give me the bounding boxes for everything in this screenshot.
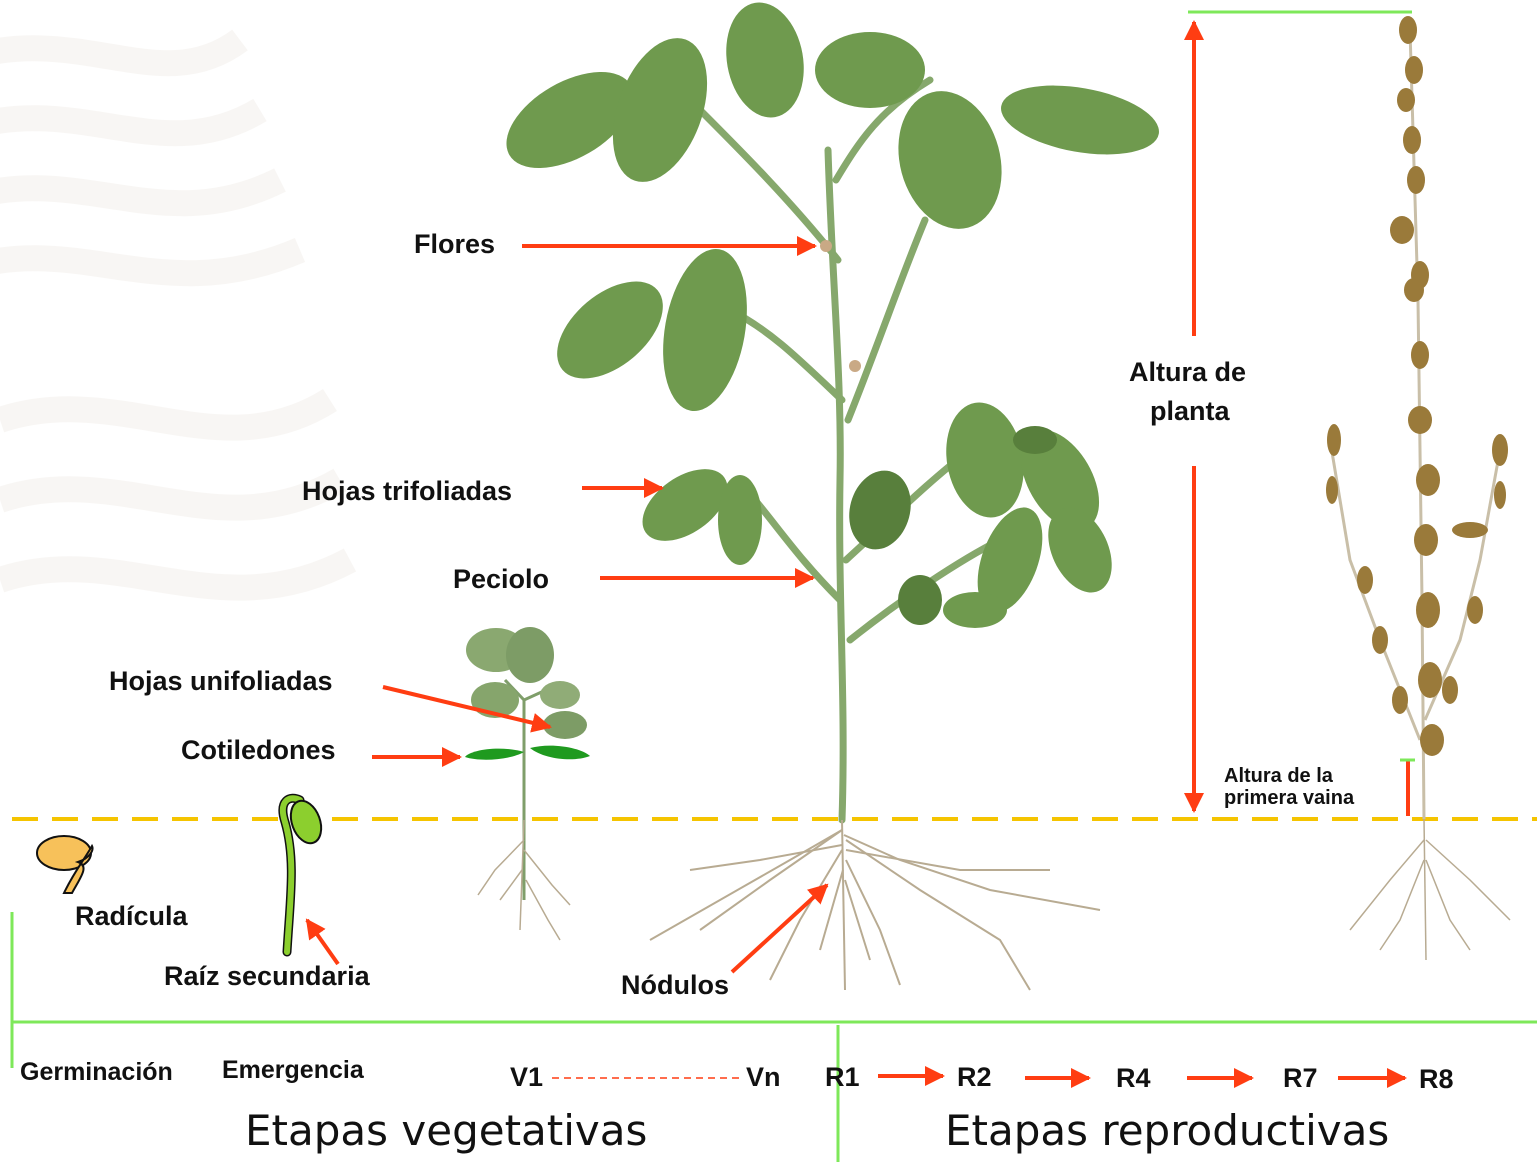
label-raiz-secundaria: Raíz secundaria bbox=[164, 961, 370, 992]
label-cotiledones: Cotiledones bbox=[181, 735, 336, 766]
label-nodulos: Nódulos bbox=[621, 970, 729, 1001]
emerging-sprout bbox=[283, 797, 327, 952]
stage-v1: V1 bbox=[510, 1062, 543, 1093]
label-peciolo: Peciolo bbox=[453, 564, 549, 595]
stage-r8: R8 bbox=[1419, 1064, 1454, 1095]
label-hojas-unifoliadas: Hojas unifoliadas bbox=[109, 666, 333, 697]
label-altura-planta-2: planta bbox=[1150, 396, 1230, 427]
label-flores: Flores bbox=[414, 229, 495, 260]
group-etapas-reproductivas: Etapas reproductivas bbox=[945, 1106, 1389, 1155]
stage-r1: R1 bbox=[825, 1062, 860, 1093]
label-radicula: Radícula bbox=[75, 901, 188, 932]
stage-emergencia: Emergencia bbox=[222, 1056, 364, 1085]
stage-vn: Vn bbox=[746, 1062, 781, 1093]
main-plant bbox=[490, 0, 1164, 990]
stage-r4: R4 bbox=[1116, 1063, 1151, 1094]
label-altura-vaina-1: Altura de la bbox=[1224, 765, 1333, 787]
watermark-emblem bbox=[0, 40, 350, 588]
label-altura-planta-1: Altura de bbox=[1129, 357, 1246, 388]
arrow-raiz-secundaria bbox=[307, 920, 338, 964]
germinating-seed bbox=[37, 836, 92, 893]
seedling-plant bbox=[465, 627, 590, 940]
label-altura-vaina-2: primera vaina bbox=[1224, 787, 1354, 809]
stage-r7: R7 bbox=[1283, 1063, 1318, 1094]
label-hojas-trifoliadas: Hojas trifoliadas bbox=[302, 476, 512, 507]
stage-germinacion: Germinación bbox=[20, 1058, 173, 1087]
stage-r2: R2 bbox=[957, 1062, 992, 1093]
group-etapas-vegetativas: Etapas vegetativas bbox=[245, 1106, 647, 1155]
